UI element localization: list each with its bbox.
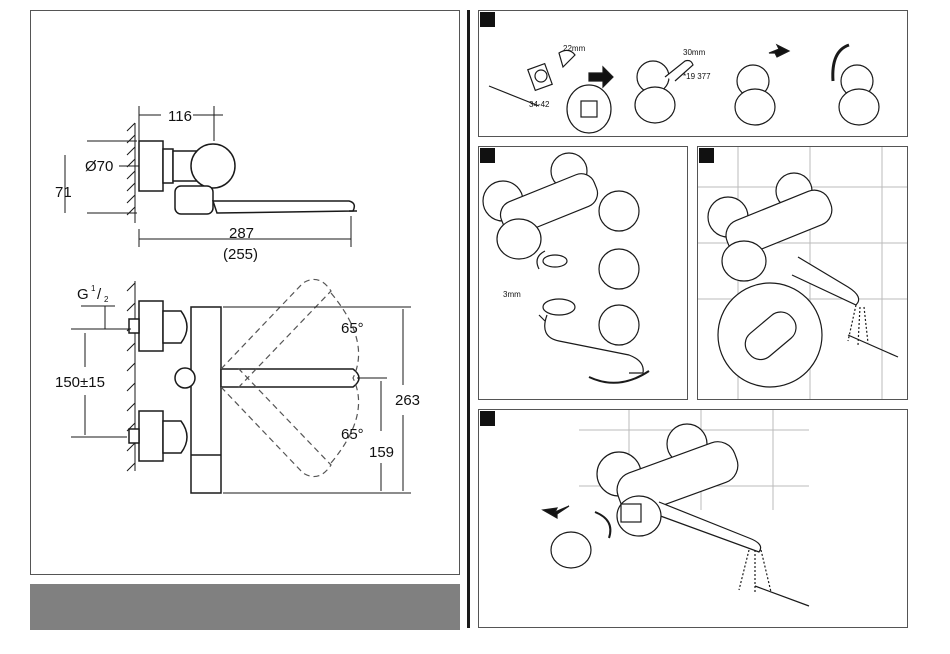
part-number-label: *19 377 xyxy=(683,72,711,81)
wrench-22-label: 22mm xyxy=(563,44,586,53)
dim-116-label: 116 xyxy=(168,108,192,125)
dim-diameter-label: Ø70 xyxy=(85,158,113,175)
step-2-panel: 3mm xyxy=(478,146,688,400)
thread-num-label: 1 xyxy=(91,284,96,293)
dim-287-label: 287 xyxy=(229,225,254,242)
step-4-illustration xyxy=(479,410,908,628)
step-number xyxy=(480,12,495,27)
step-1-panel: 22mm 30mm 34-42 *19 377 xyxy=(478,10,908,137)
svg-text:/: / xyxy=(97,286,102,303)
thread-den-label: 2 xyxy=(104,295,109,304)
dim-159-label: 159 xyxy=(369,444,394,461)
thread-g-label: G xyxy=(77,286,89,303)
step-3-panel xyxy=(697,146,908,400)
mixer-front-view xyxy=(129,301,359,493)
angle-bottom-label: 65° xyxy=(341,426,364,443)
angle-top-label: 65° xyxy=(341,320,364,337)
range-label: 34-42 xyxy=(529,100,550,109)
step-3-illustration xyxy=(698,147,908,400)
step-1-illustration: 22mm 30mm 34-42 *19 377 xyxy=(479,11,908,137)
wrench-30-label: 30mm xyxy=(683,48,706,57)
dim-263-label: 263 xyxy=(395,392,420,409)
grey-band xyxy=(30,584,460,630)
wall-hatch-top xyxy=(127,123,135,223)
step-2-illustration: 3mm xyxy=(479,147,688,400)
column-divider xyxy=(467,10,470,628)
dim-spacing-label: 150±15 xyxy=(55,374,105,391)
step-number xyxy=(699,148,714,163)
dimension-drawing: 116 Ø70 71 287 (255) xyxy=(31,11,461,576)
dim-255-label: (255) xyxy=(223,246,258,263)
step-4-panel xyxy=(478,409,908,628)
mixer-top-view xyxy=(139,141,357,214)
dimension-drawing-panel: 116 Ø70 71 287 (255) xyxy=(30,10,460,575)
step-number xyxy=(480,148,495,163)
step-number xyxy=(480,411,495,426)
dim-71-label: 71 xyxy=(55,184,72,201)
allen-key-label: 3mm xyxy=(503,290,521,299)
